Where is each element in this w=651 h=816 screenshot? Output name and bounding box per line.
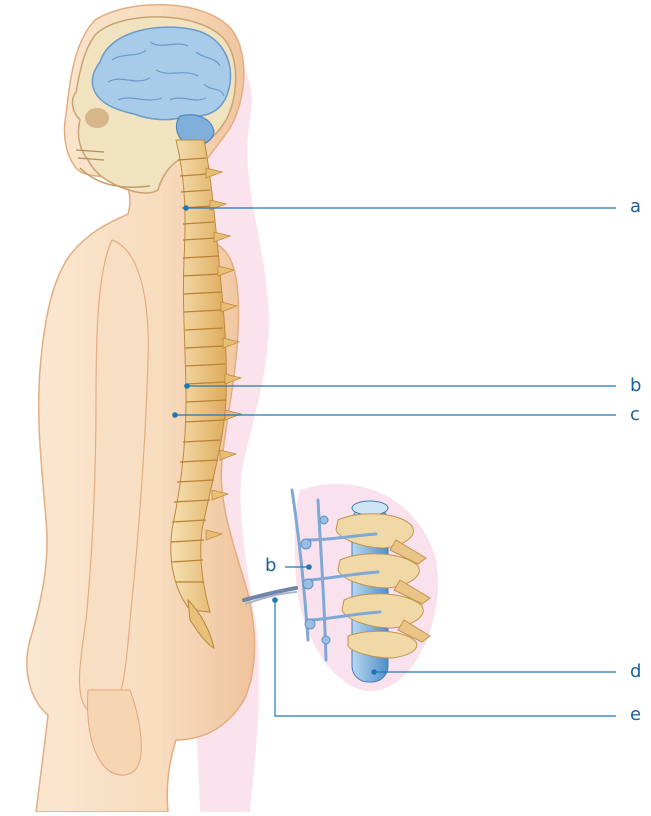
dot-a [183,205,189,211]
dot-d [371,669,377,675]
dot-e [272,597,278,603]
label-b-right: b [630,377,641,395]
label-e: e [630,706,641,724]
eye-socket [85,108,109,128]
label-c: c [630,406,640,424]
label-a: a [630,198,641,216]
label-b-inset: b [265,557,276,575]
dot-b-inset [306,564,312,570]
inset-vertebrae [244,484,438,691]
dot-b-right [184,383,190,389]
dot-c [172,412,178,418]
label-d: d [630,663,641,681]
